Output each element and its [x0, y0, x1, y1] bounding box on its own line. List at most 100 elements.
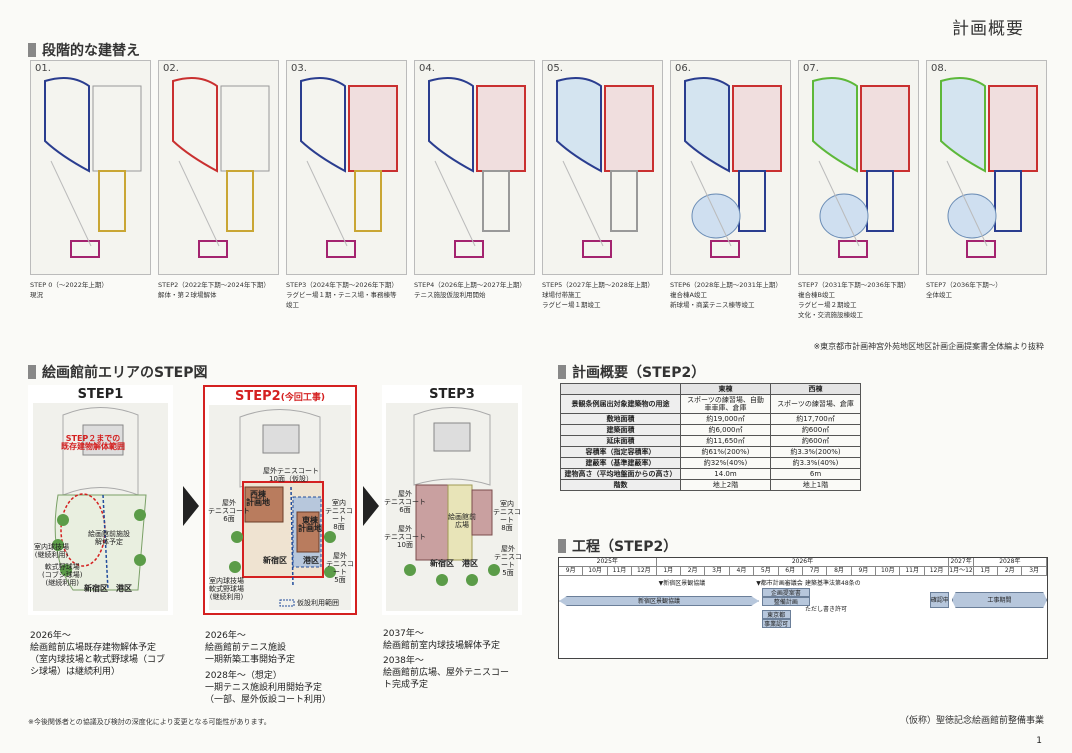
indoor-ball-label: 室内球技場軟式野球場(継続利用) — [209, 577, 244, 601]
tree — [134, 509, 146, 521]
milestone-label: 建築基準法第48条の — [805, 580, 861, 587]
table-header: 西棟 — [770, 383, 861, 395]
ward-label: 新宿区 港区 — [430, 559, 478, 568]
phase-map — [799, 61, 918, 274]
phase-caption: STEP7（2031年下期〜2036年下期）複合棟B竣工ラグビー場２期竣工文化・… — [798, 281, 910, 319]
softball-label: 軟式野球場(コブシ球場)(継続利用) — [42, 563, 83, 587]
step1-title: STEP1 — [77, 387, 124, 402]
table-cell: 約6,000㎡ — [680, 424, 771, 436]
table-cell: 容積率（指定容積率） — [560, 446, 681, 458]
phase-map — [31, 61, 150, 274]
phase-caption: STEP3（2024年下期〜2026年下期）ラグビー場１期・テニス場・事務棟等竣… — [286, 281, 398, 309]
table-cell: 延床面積 — [560, 435, 681, 447]
oval-road — [413, 407, 491, 486]
section-marker-icon — [28, 365, 36, 379]
phase-number: 05. — [547, 63, 563, 74]
phase-number: 01. — [35, 63, 51, 74]
schedule-bar: 事業認可 — [761, 619, 791, 628]
facility-label: 絵画館前施設解体予定 — [88, 530, 130, 546]
phase-caption: STEP7（2036年下期〜）全体竣工 — [926, 281, 1002, 299]
section-title-text: 段階的な建替え — [42, 43, 140, 59]
year-cell: 2025年 — [559, 558, 657, 566]
schedule-bar: 整備計画 — [761, 597, 811, 606]
tree — [436, 574, 448, 586]
month-cell: 7月 — [803, 567, 828, 575]
month-cell: 5月 — [754, 567, 779, 575]
page-title: 計画概要 — [952, 19, 1024, 39]
site-area — [54, 494, 147, 591]
west-building — [244, 486, 284, 523]
phase-caption: STEP4（2026年上期〜2027年上期）テニス施設仮設利用開始 — [414, 281, 526, 299]
tree — [404, 564, 416, 576]
tree — [466, 574, 478, 586]
tree — [229, 561, 241, 573]
table-cell: 地上2階 — [680, 479, 771, 491]
west-label: 西棟計画地 — [246, 490, 270, 507]
phase-panel: 07. — [798, 60, 919, 275]
table-row: 階数地上2階地上1階 — [560, 479, 861, 491]
milestone-label: ▼新宿区景観協議 — [658, 580, 706, 587]
phase-panel: 05. — [542, 60, 663, 275]
table-cell: 敷地面積 — [560, 413, 681, 425]
east-building — [296, 511, 320, 553]
east-label: 東棟計画地 — [298, 516, 322, 533]
outdoor-courts-left — [415, 484, 449, 561]
section-title-text: 工程（STEP2） — [572, 539, 678, 555]
legend-swatch — [279, 599, 295, 607]
tree — [324, 531, 336, 543]
phase-number: 06. — [675, 63, 691, 74]
section-title-steps: 絵画館前エリアのSTEP図 — [28, 362, 207, 382]
indoor-courts — [471, 489, 493, 536]
phase-panel: 01. — [30, 60, 151, 275]
year-cell: 2027年 — [949, 558, 974, 566]
museum-building — [262, 424, 300, 454]
tree — [60, 564, 72, 576]
legend-label: 仮設利用範囲 — [297, 599, 339, 607]
phase-panel: 06. — [670, 60, 791, 275]
phase-map — [543, 61, 662, 274]
table-row: 景観条例届出対象建築物の用途スポーツの練習場、自動車車庫、倉庫スポーツの練習場、… — [560, 394, 861, 414]
section-title-text: 計画概要（STEP2） — [572, 365, 706, 381]
month-cell: 2月 — [998, 567, 1023, 575]
month-cell: 10月 — [876, 567, 901, 575]
project-name: （仮称）聖徳記念絵画館前整備事業 — [899, 716, 1044, 726]
month-cell: 3月 — [705, 567, 730, 575]
table-cell: 6m — [770, 468, 861, 480]
table-cell: 建物高さ（平均地盤面からの高さ） — [560, 468, 681, 480]
step1-diagram: STEP1 STEP２までの既存建物解体範囲 絵画館前施設解体予定 室内球技場(… — [28, 385, 173, 615]
plaza-label: 絵画館前広場 — [448, 513, 476, 529]
ward-minato: 港区 — [303, 556, 319, 565]
table-cell: 約32%(40%) — [680, 457, 771, 469]
phase-caption: STEP5（2027年上期〜2028年上期）球場付帯施工ラグビー場１期竣工 — [542, 281, 654, 309]
schedule-bar: 工事期間 — [951, 592, 1047, 608]
phase-map — [927, 61, 1046, 274]
table-cell: 建蔽率（基準建蔽率） — [560, 457, 681, 469]
table-cell: 約17,700㎡ — [770, 413, 861, 425]
month-cell: 1月 — [974, 567, 999, 575]
month-cell: 1月 — [657, 567, 681, 575]
phase-number: 04. — [419, 63, 435, 74]
tree — [488, 564, 500, 576]
month-cell: 9月 — [559, 567, 584, 575]
phase-number: 07. — [803, 63, 819, 74]
arrow-icon — [363, 486, 379, 526]
table-row: 容積率（指定容積率）約61%(200%)約3.3%(200%) — [560, 446, 861, 458]
section-marker-icon — [558, 539, 566, 553]
phase-map — [671, 61, 790, 274]
month-cell: 12月 — [632, 567, 657, 575]
page-number: 1 — [1036, 736, 1042, 746]
step1-map — [33, 403, 168, 611]
milestone-label: ▼都市計画審議会 — [756, 580, 803, 587]
arrow-icon — [183, 486, 199, 526]
